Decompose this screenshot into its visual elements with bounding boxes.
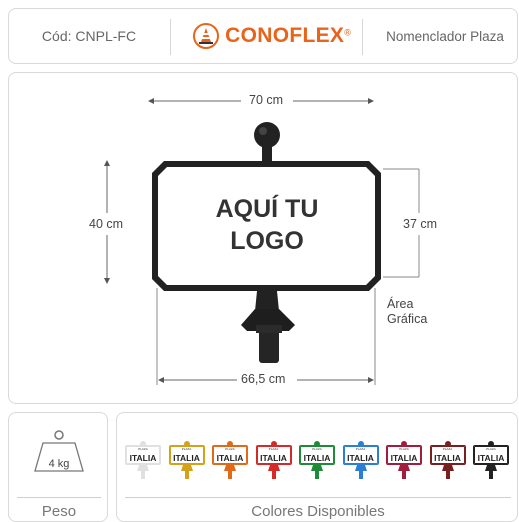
color-sample-base (485, 465, 497, 479)
color-sample-finial (357, 441, 364, 447)
color-sample-base (180, 465, 193, 479)
header-divider (170, 19, 171, 55)
color-sample-finial (488, 441, 494, 447)
color-sample-small-text: PLAZA (138, 447, 148, 451)
color-sample-base (137, 465, 149, 479)
registered-mark: ® (344, 27, 351, 38)
color-sample-finial (270, 441, 277, 447)
color-sample-text: ITALIA (216, 453, 244, 463)
color-sample-base (441, 465, 454, 479)
color-sample-text: ITALIA (173, 453, 200, 463)
color-sample-text: ITALIA (477, 453, 505, 463)
color-sample-base (311, 465, 323, 479)
product-diagram: 70 cm 40 cm 37 cm 66,5 cm Área Gráfica A… (8, 72, 518, 404)
color-sample-sign: PLAZA ITALIA (473, 445, 509, 465)
sign-illustration (104, 98, 420, 385)
color-sample-small-text: PLAZA (312, 447, 322, 451)
header-bar: Cód: CNPL-FC CONOFLEX® Nomenclador Plaza (8, 8, 518, 64)
cone-icon (193, 23, 220, 49)
weight-icon (34, 430, 84, 472)
color-sample-text: ITALIA (347, 453, 374, 463)
color-sample-small-text: PLAZA (181, 447, 192, 451)
color-sample-finial (183, 441, 190, 447)
height-right-label: 37 cm (403, 217, 438, 231)
color-sample-small-text: PLAZA (225, 447, 235, 451)
color-sample-finial (227, 441, 233, 447)
color-sample-text: ITALIA (260, 453, 287, 463)
width-bottom-label: 66,5 cm (241, 372, 286, 386)
color-sample-sign: PLAZA ITALIA (255, 445, 292, 465)
colors-panel: PLAZA ITALIA PLAZA ITALIA PLAZA ITALIA PLAZA IT… (116, 412, 518, 522)
colors-label: Colores Disponibles (251, 503, 385, 520)
colors-divider (125, 497, 511, 498)
sign-line-2: LOGO (230, 227, 304, 255)
sign-line-1: AQUÍ TU (215, 195, 319, 223)
color-sample-text: ITALIA (303, 453, 331, 463)
color-sample-base (354, 465, 367, 479)
color-sample-text: ITALIA (129, 453, 157, 463)
color-sample-small-text: PLAZA (355, 447, 366, 451)
weight-label: Peso (41, 503, 77, 520)
color-sample-finial (314, 441, 320, 447)
color-sample-sign: PLAZA ITALIA (386, 445, 422, 465)
color-sample-small-text: PLAZA (486, 447, 496, 451)
header-divider (362, 19, 363, 55)
color-sample-base (398, 465, 410, 479)
brand-name: CONOFLEX (225, 24, 345, 47)
area-label-2: Gráfica (387, 312, 428, 326)
color-sample-finial (140, 441, 146, 447)
color-sample-sign: PLAZA ITALIA (429, 445, 466, 465)
weight-value: 4 kg (48, 458, 70, 470)
color-sample-finial (401, 441, 407, 447)
color-sample-base (224, 465, 236, 479)
color-sample-text: ITALIA (434, 453, 461, 463)
color-sample-sign: PLAZA ITALIA (125, 445, 161, 465)
color-sample-small-text: PLAZA (399, 447, 409, 451)
color-sample-text: ITALIA (390, 453, 418, 463)
weight-panel: 4 kg Peso (8, 412, 108, 522)
color-sample-sign: PLAZA ITALIA (342, 445, 379, 465)
color-sample-finial (444, 441, 451, 447)
product-code: Cód: CNPL-FC (41, 28, 137, 44)
weight-divider (17, 497, 101, 498)
color-sample-small-text: PLAZA (442, 447, 453, 451)
area-label-1: Área (387, 297, 414, 311)
sign-placeholder-text: AQUÍ TU LOGO (159, 193, 375, 257)
color-sample-sign: PLAZA ITALIA (212, 445, 248, 465)
height-left-label: 40 cm (89, 217, 124, 231)
brand-logo: CONOFLEX® (181, 9, 363, 63)
color-sample-small-text: PLAZA (268, 447, 279, 451)
product-title: Nomenclador Plaza (386, 28, 504, 44)
color-sample-sign: PLAZA ITALIA (168, 445, 205, 465)
color-sample-base (267, 465, 280, 479)
color-sample-sign: PLAZA ITALIA (299, 445, 335, 465)
width-top-label: 70 cm (249, 93, 284, 107)
